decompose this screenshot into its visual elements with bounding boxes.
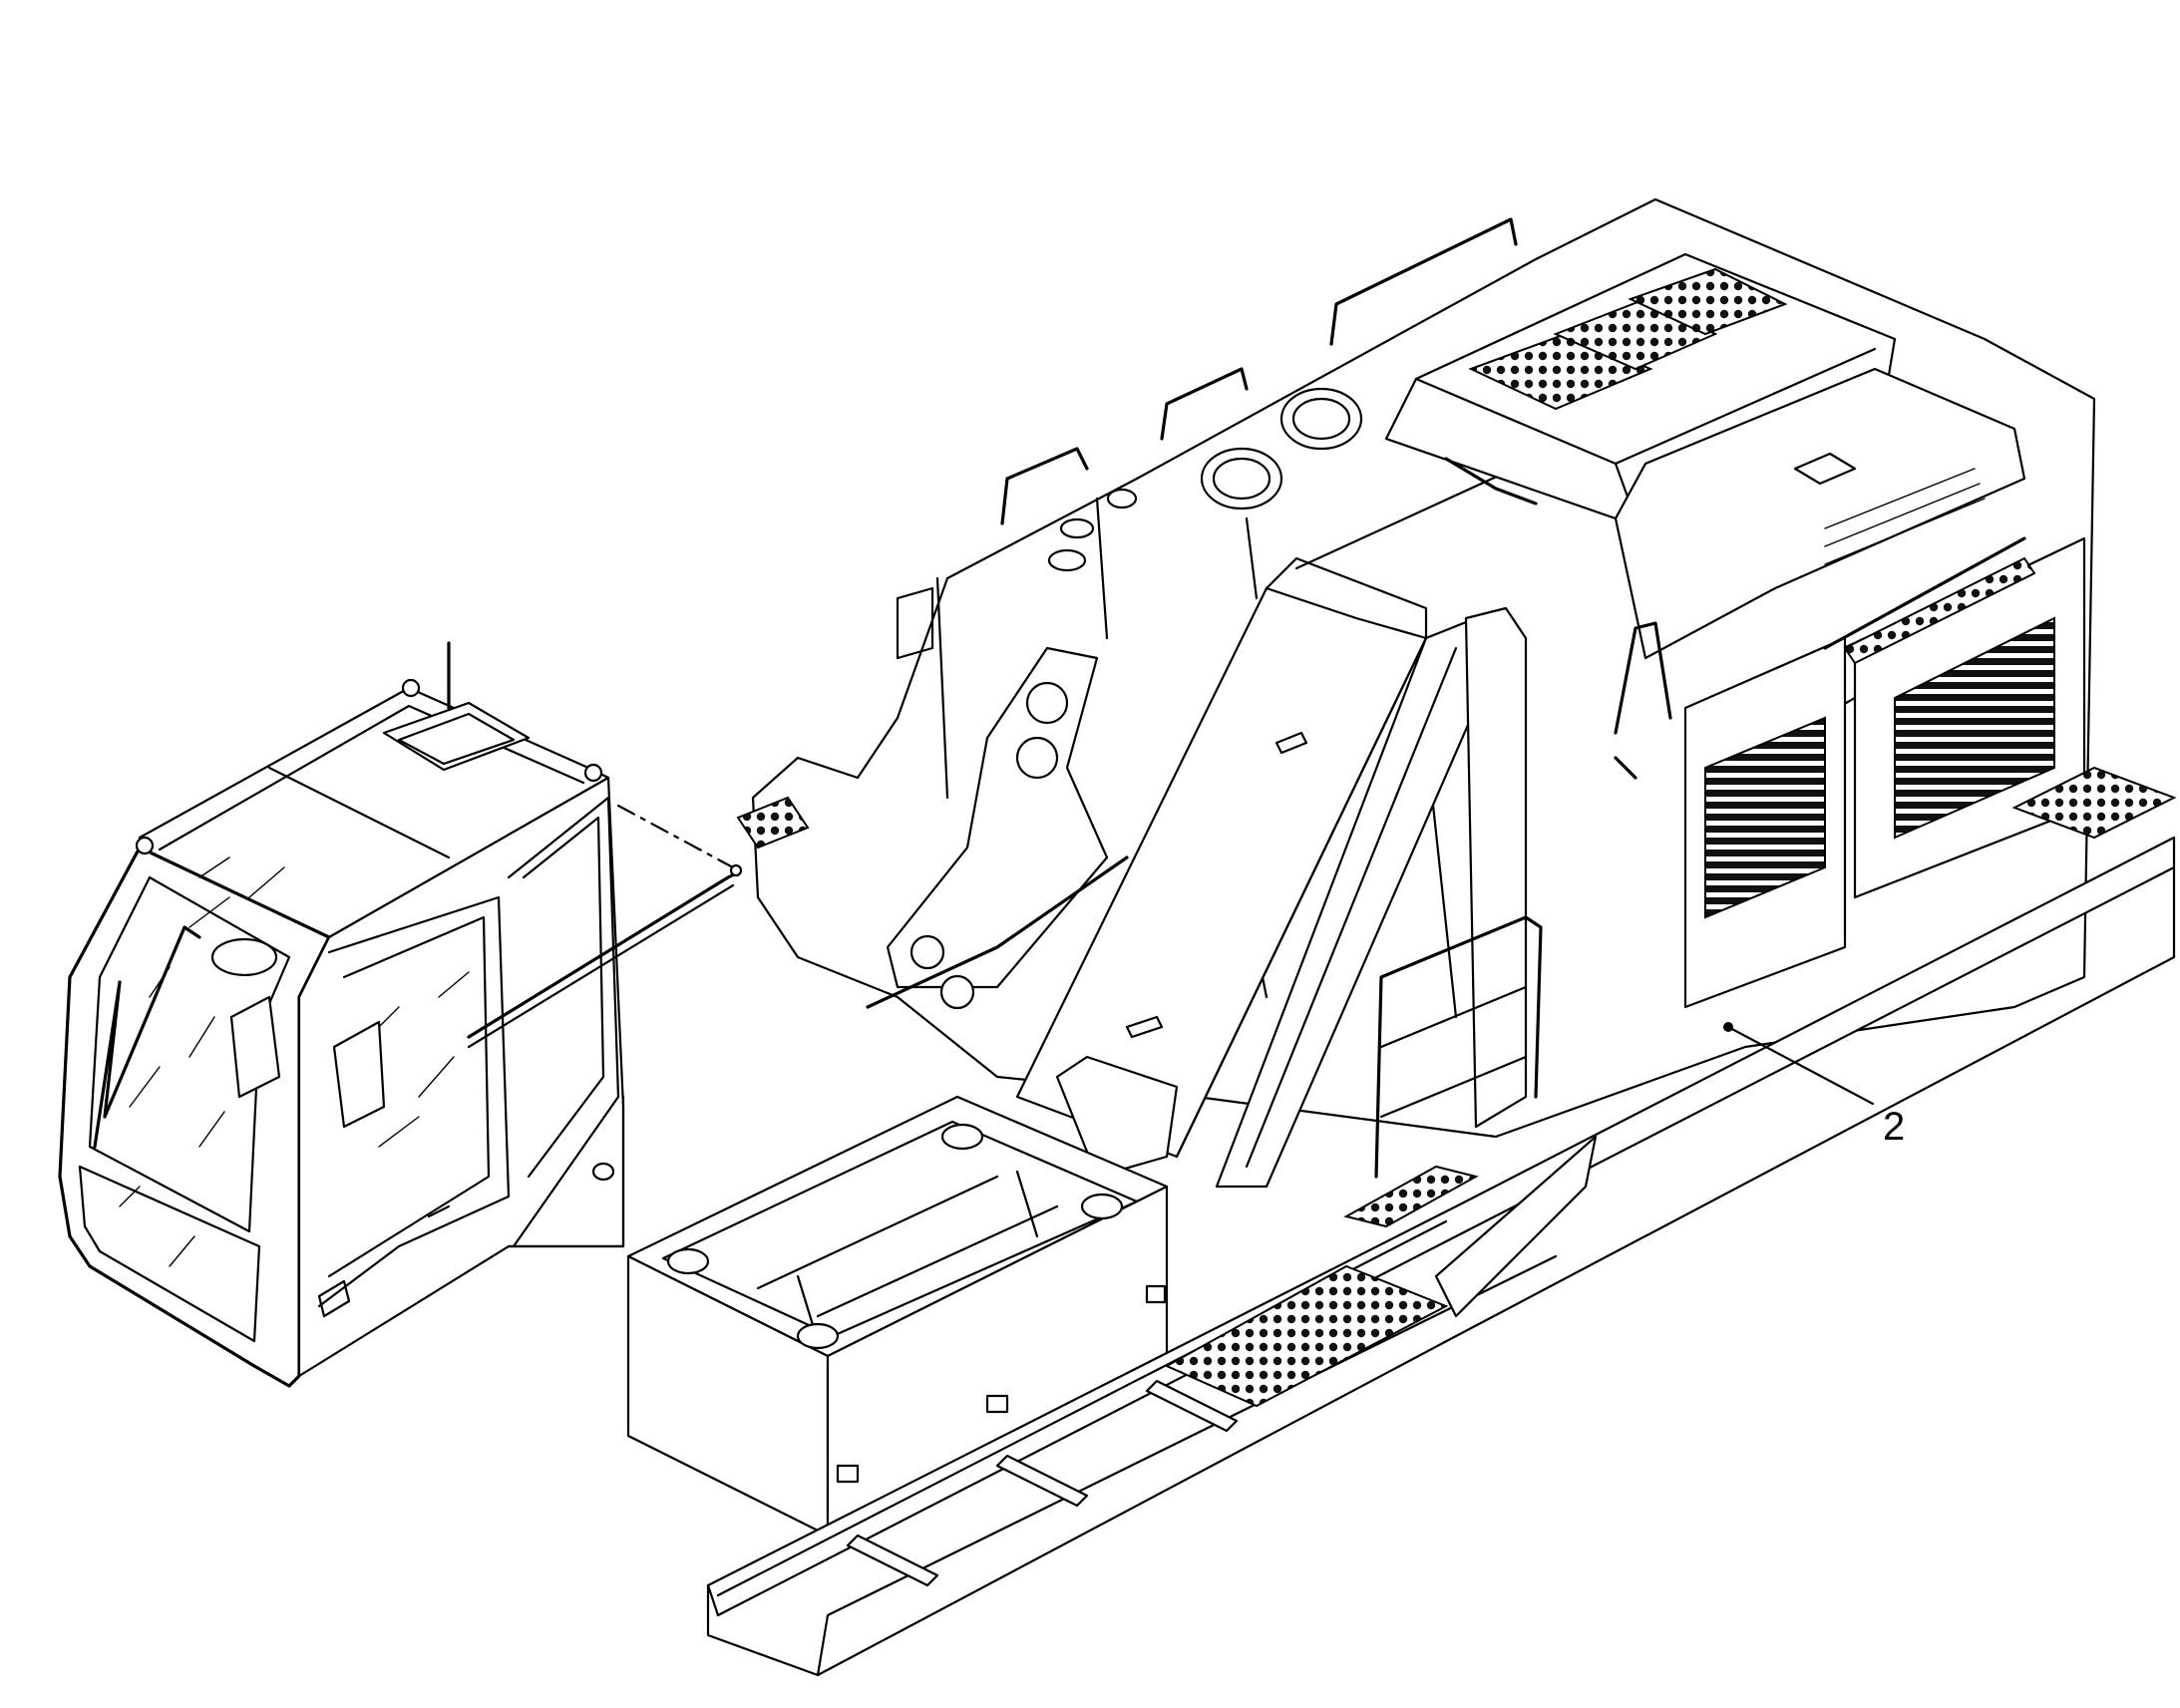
callout-2: 2 xyxy=(1723,1022,1905,1149)
callout-leader-line xyxy=(1726,1025,1875,1106)
operator-cab xyxy=(58,641,743,1388)
boom-support-tower xyxy=(1015,556,1528,1189)
battery-box xyxy=(626,1095,1169,1537)
access-ladder xyxy=(706,766,2177,1677)
callout-label: 2 xyxy=(1883,1105,1905,1149)
